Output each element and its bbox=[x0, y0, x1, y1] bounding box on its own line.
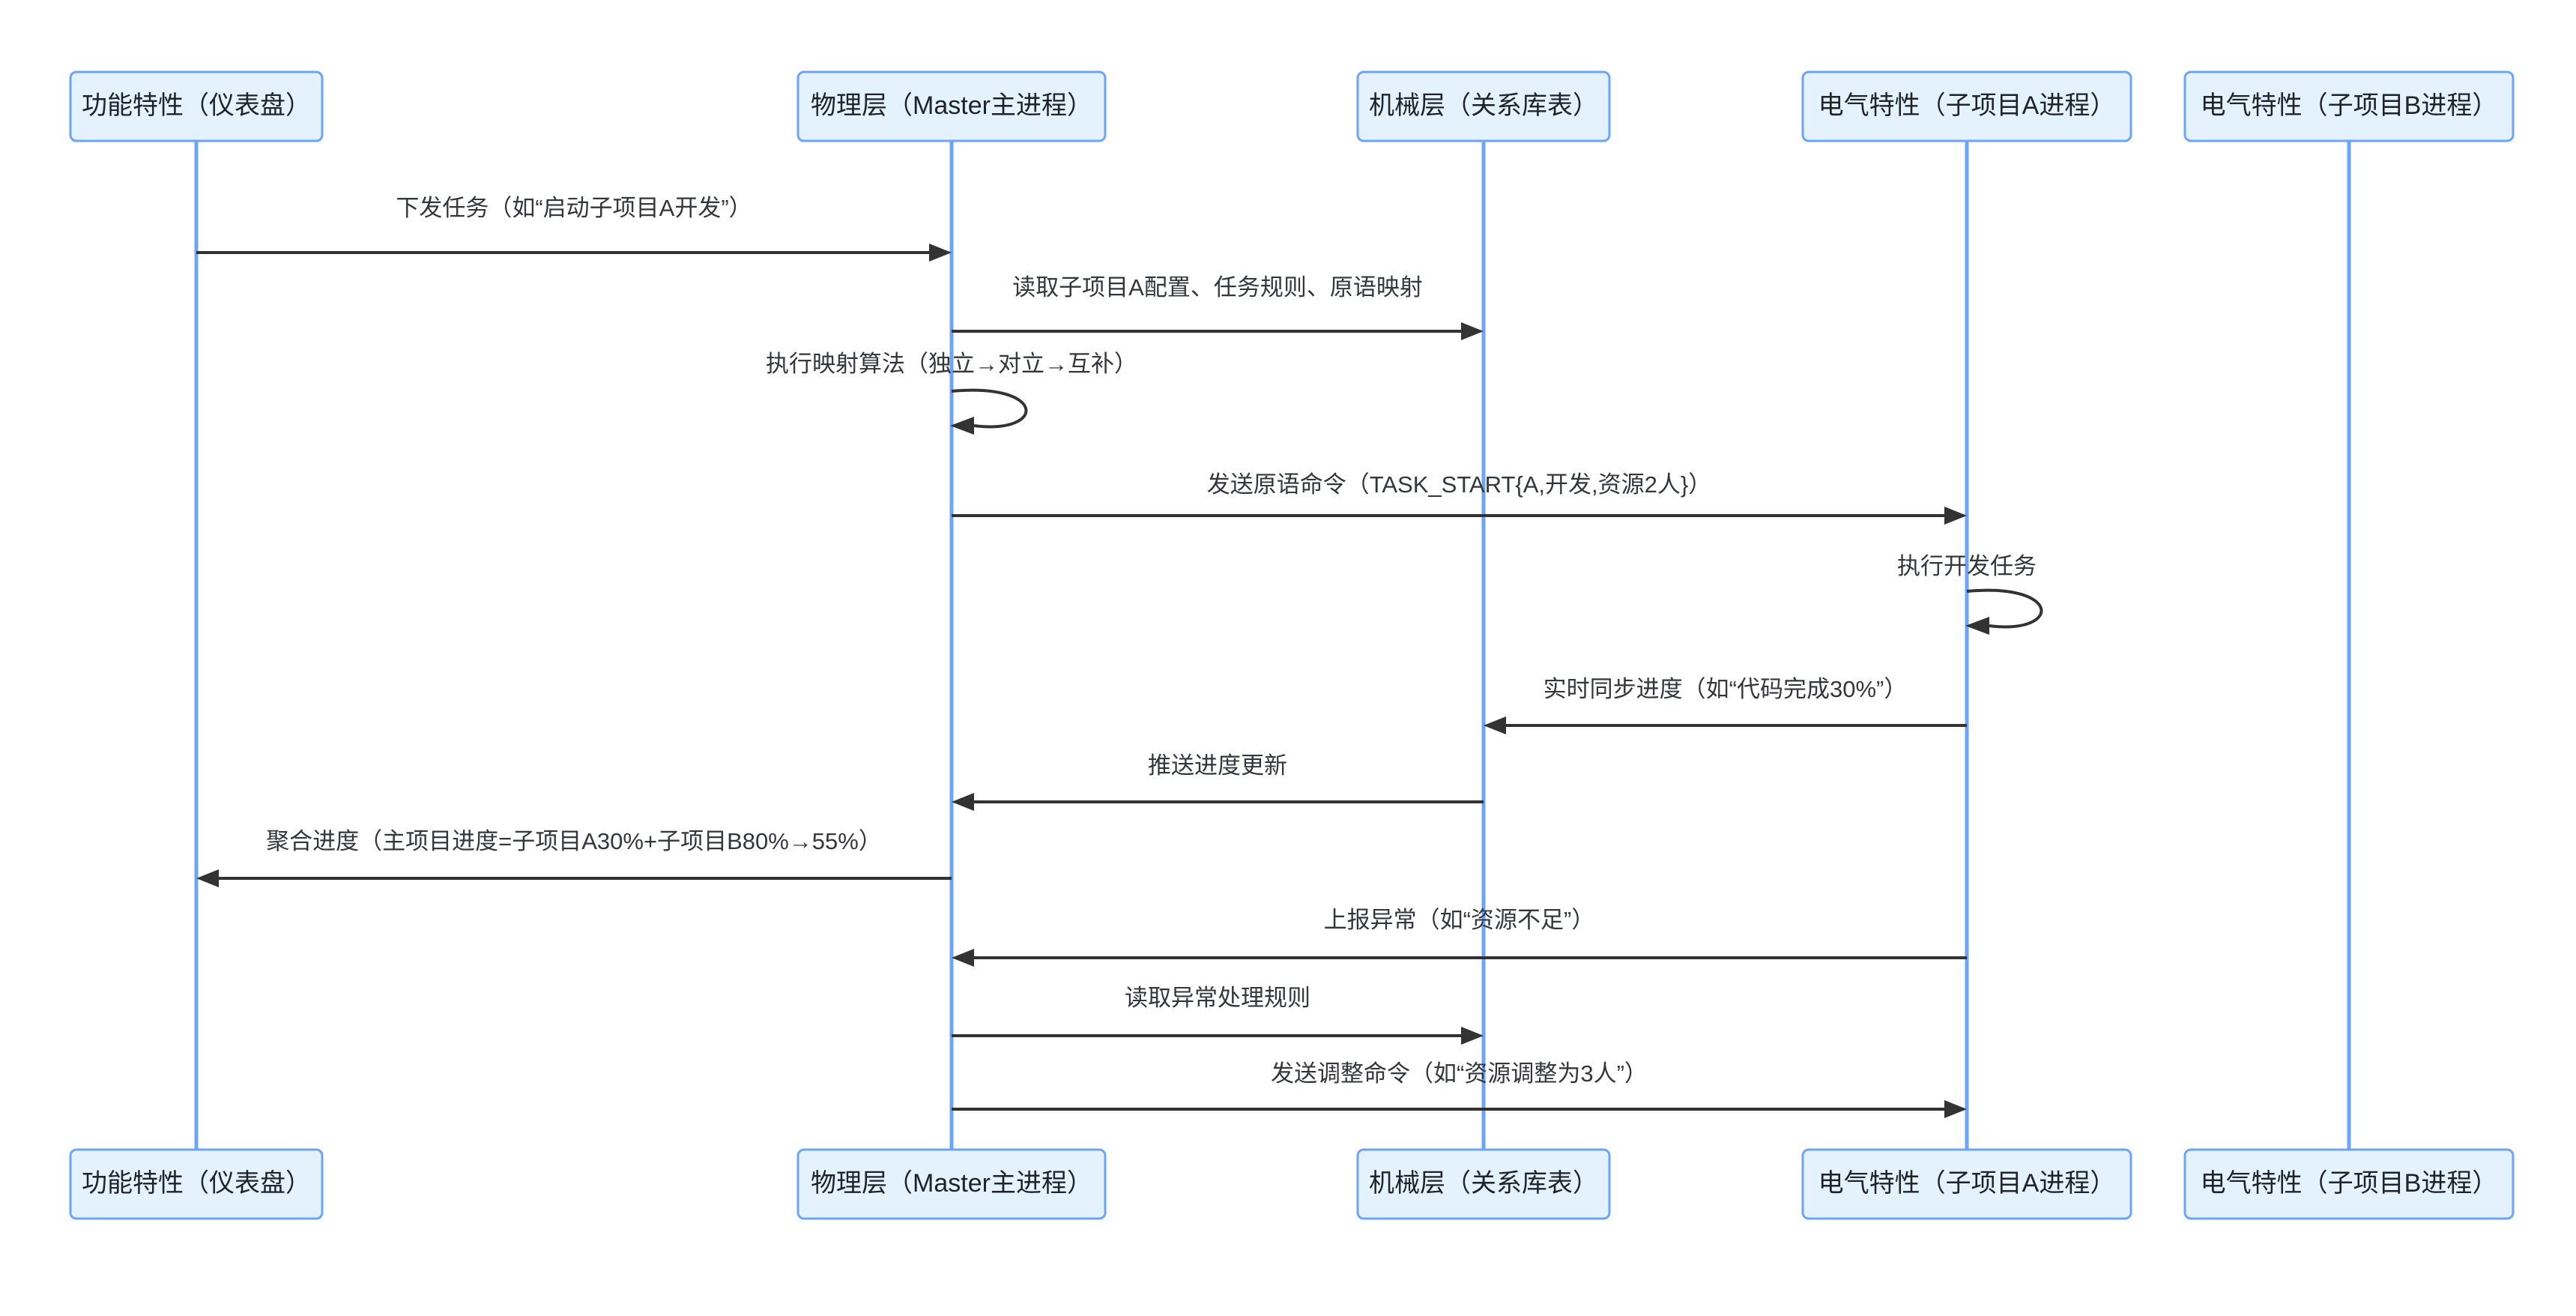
participant-label: 机械层（关系库表） bbox=[1369, 1169, 1598, 1198]
participant-label: 电气特性（子项目B进程） bbox=[2201, 1169, 2498, 1198]
lifelines-group bbox=[194, 141, 2351, 1150]
participant-label: 电气特性（子项目A进程） bbox=[1818, 91, 2116, 120]
arrowhead bbox=[952, 793, 974, 811]
participant-top-p3[interactable]: 机械层（关系库表） bbox=[1356, 70, 1611, 142]
participant-box[interactable] bbox=[2183, 70, 2515, 142]
participant-box[interactable] bbox=[796, 70, 1107, 142]
arrowhead bbox=[950, 417, 974, 435]
participant-top-p5[interactable]: 电气特性（子项目B进程） bbox=[2183, 70, 2515, 142]
message-label: 读取子项目A配置、任务规则、原语映射 bbox=[1012, 274, 1423, 301]
arrowhead bbox=[1461, 1027, 1484, 1045]
message-9[interactable]: 上报异常（如“资源不足”） bbox=[952, 907, 1967, 967]
participant-box[interactable] bbox=[2183, 1148, 2515, 1220]
message-label: 发送原语命令（TASK_START{A,开发,资源2人}） bbox=[1207, 471, 1712, 498]
participant-bottom-p2[interactable]: 物理层（Master主进程） bbox=[796, 1148, 1107, 1220]
arrowhead bbox=[929, 244, 952, 262]
message-5[interactable]: 执行开发任务 bbox=[1897, 553, 2043, 635]
participant-box[interactable] bbox=[1801, 1148, 2132, 1220]
self-loop-path bbox=[951, 388, 1028, 429]
participant-box[interactable] bbox=[1356, 1148, 1611, 1220]
message-label: 上报异常（如“资源不足”） bbox=[1324, 907, 1595, 933]
message-label: 实时同步进度（如“代码完成30%”） bbox=[1544, 676, 1908, 702]
participant-box[interactable] bbox=[1801, 70, 2132, 142]
participant-label: 物理层（Master主进程） bbox=[811, 91, 1092, 120]
message-label: 推送进度更新 bbox=[1148, 752, 1287, 779]
arrowhead bbox=[952, 949, 974, 967]
bottom-participant-boxes: 功能特性（仪表盘） 物理层（Master主进程） 机械层（关系库表） 电气特性（子项目… bbox=[69, 1148, 2515, 1220]
participant-box[interactable] bbox=[69, 70, 324, 142]
arrowhead bbox=[1461, 322, 1484, 340]
message-10[interactable]: 读取异常处理规则 bbox=[952, 985, 1484, 1045]
participant-label: 物理层（Master主进程） bbox=[811, 1169, 1092, 1198]
self-loop-path bbox=[1966, 588, 2043, 629]
message-1[interactable]: 下发任务（如“启动子项目A开发”） bbox=[196, 195, 952, 262]
participant-bottom-p1[interactable]: 功能特性（仪表盘） bbox=[69, 1148, 324, 1220]
arrowhead bbox=[1944, 1100, 1967, 1118]
top-participant-boxes: 功能特性（仪表盘） 物理层（Master主进程） 机械层（关系库表） 电气特性（子项目… bbox=[69, 70, 2515, 142]
participant-bottom-p3[interactable]: 机械层（关系库表） bbox=[1356, 1148, 1611, 1220]
participant-bottom-p5[interactable]: 电气特性（子项目B进程） bbox=[2183, 1148, 2515, 1220]
message-label: 执行映射算法（独立→对立→互补） bbox=[766, 351, 1137, 377]
participant-label: 电气特性（子项目B进程） bbox=[2201, 91, 2498, 120]
message-label: 下发任务（如“启动子项目A开发”） bbox=[396, 195, 752, 221]
participant-box[interactable] bbox=[69, 1148, 324, 1220]
participant-box[interactable] bbox=[796, 1148, 1107, 1220]
participant-box[interactable] bbox=[1356, 70, 1611, 142]
participant-bottom-p4[interactable]: 电气特性（子项目A进程） bbox=[1801, 1148, 2132, 1220]
message-4[interactable]: 发送原语命令（TASK_START{A,开发,资源2人}） bbox=[952, 471, 1967, 525]
message-6[interactable]: 实时同步进度（如“代码完成30%”） bbox=[1484, 676, 1967, 734]
participant-top-p1[interactable]: 功能特性（仪表盘） bbox=[69, 70, 324, 142]
message-8[interactable]: 聚合进度（主项目进度=子项目A30%+子项目B80%→55%） bbox=[196, 828, 952, 887]
arrowhead bbox=[1944, 507, 1967, 525]
arrowhead bbox=[196, 869, 219, 887]
participant-label: 电气特性（子项目A进程） bbox=[1818, 1169, 2116, 1198]
arrowhead bbox=[1965, 617, 1989, 635]
message-7[interactable]: 推送进度更新 bbox=[952, 752, 1484, 811]
participant-label: 功能特性（仪表盘） bbox=[82, 1169, 311, 1198]
participant-top-p4[interactable]: 电气特性（子项目A进程） bbox=[1801, 70, 2132, 142]
message-11[interactable]: 发送调整命令（如“资源调整为3人”） bbox=[952, 1060, 1967, 1118]
participant-label: 功能特性（仪表盘） bbox=[82, 91, 311, 120]
participant-label: 机械层（关系库表） bbox=[1369, 91, 1598, 120]
message-2[interactable]: 读取子项目A配置、任务规则、原语映射 bbox=[952, 274, 1484, 340]
message-3[interactable]: 执行映射算法（独立→对立→互补） bbox=[766, 351, 1137, 435]
arrowhead bbox=[1484, 716, 1506, 734]
message-label: 读取异常处理规则 bbox=[1125, 985, 1310, 1011]
messages-group: 下发任务（如“启动子项目A开发”） 读取子项目A配置、任务规则、原语映射执行映射算… bbox=[196, 195, 2043, 1118]
message-label: 执行开发任务 bbox=[1897, 553, 2037, 579]
message-label: 发送调整命令（如“资源调整为3人”） bbox=[1271, 1060, 1648, 1087]
message-label: 聚合进度（主项目进度=子项目A30%+子项目B80%→55%） bbox=[266, 828, 882, 854]
participant-top-p2[interactable]: 物理层（Master主进程） bbox=[796, 70, 1107, 142]
